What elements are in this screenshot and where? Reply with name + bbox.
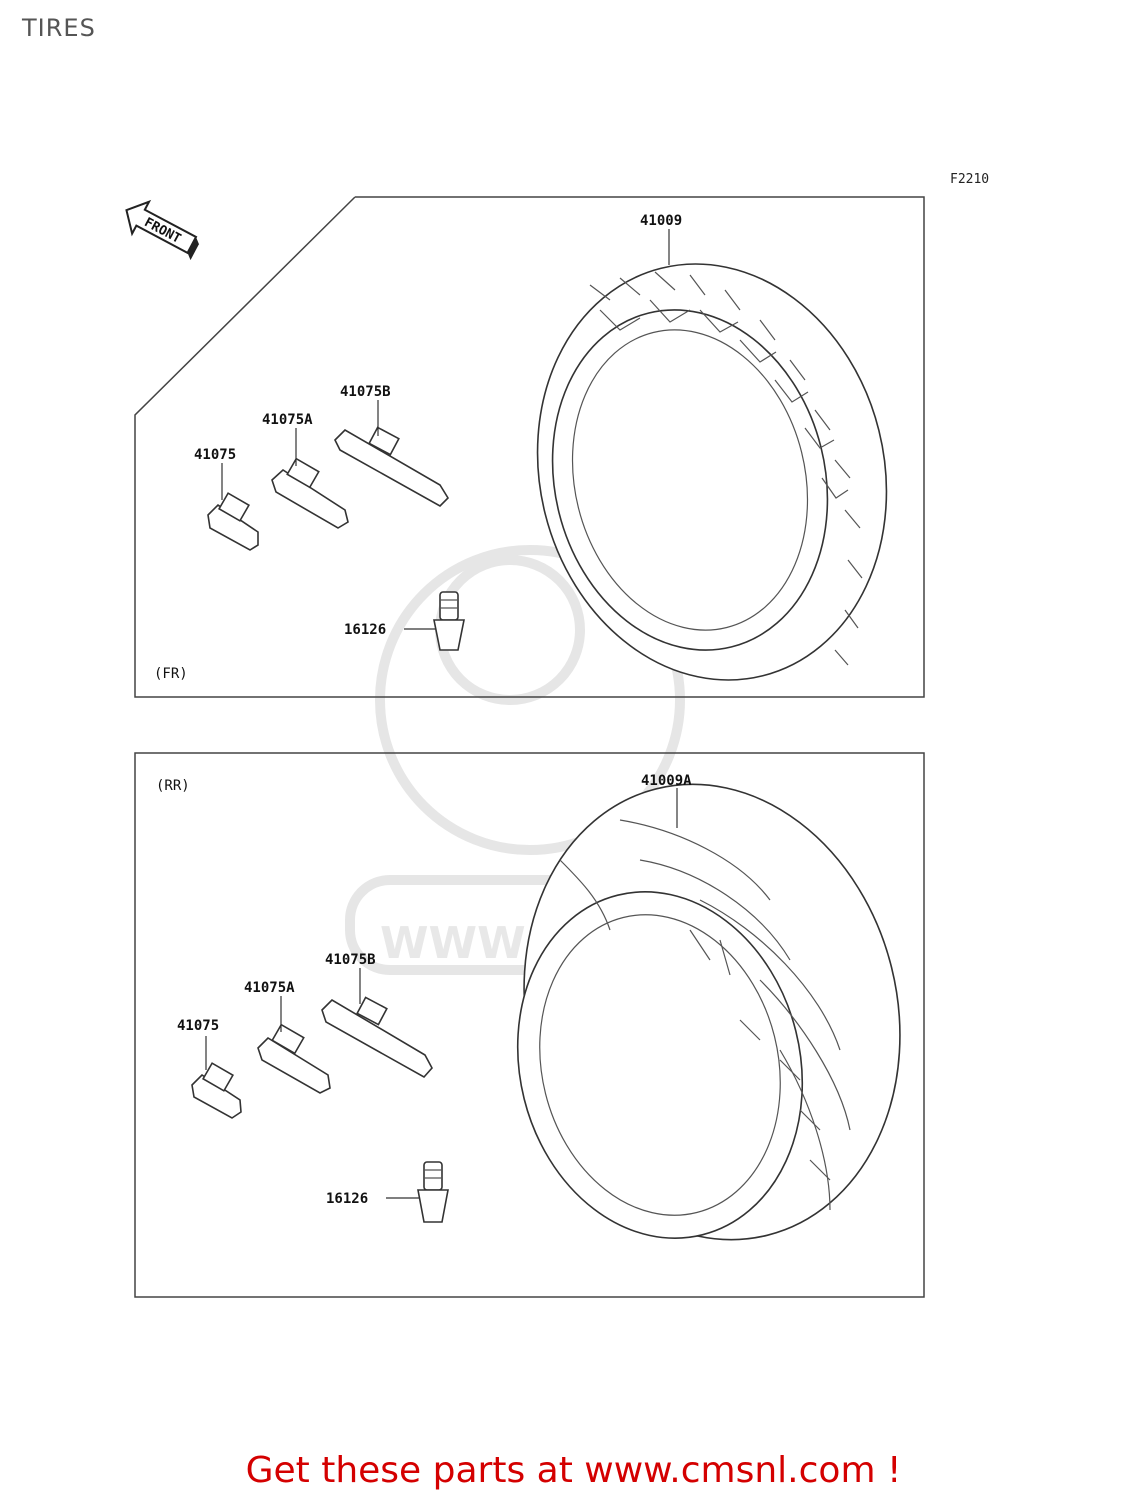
parts-diagram: WWW.CMSNL.COM FRONT (FR) 41009 41075B	[125, 196, 925, 1298]
rear-section: (RR) 41009A 41075B 41075A 41075	[134, 752, 925, 1298]
figure-code: F2210	[950, 172, 990, 187]
label-41075b: 41075B	[340, 384, 391, 400]
front-weight-41075a	[271, 457, 349, 529]
rear-weight-41075b	[321, 996, 433, 1079]
front-tire	[536, 263, 888, 681]
label-41075b-rear: 41075B	[325, 952, 376, 968]
label-41075a: 41075A	[262, 412, 313, 428]
rear-valve	[417, 1161, 449, 1223]
label-41009: 41009	[640, 213, 682, 229]
rear-section-label: (RR)	[156, 778, 190, 794]
cta-banner[interactable]: Get these parts at www.cmsnl.com !	[0, 1450, 1147, 1491]
front-weight-41075b	[334, 426, 450, 507]
label-41009a: 41009A	[641, 773, 692, 789]
rear-weight-41075	[191, 1062, 242, 1119]
front-direction-arrow-icon: FRONT	[125, 199, 199, 261]
front-section-label: (FR)	[154, 666, 188, 682]
front-weight-41075	[207, 492, 259, 551]
page-title: TIRES	[22, 14, 96, 42]
label-41075a-rear: 41075A	[244, 980, 295, 996]
label-16126: 16126	[344, 622, 386, 638]
front-section: (FR) 41009 41075B 41075A 41075	[134, 196, 925, 698]
rear-frame	[134, 752, 925, 1298]
label-41075-rear: 41075	[177, 1018, 219, 1034]
front-frame	[134, 196, 925, 698]
label-41075: 41075	[194, 447, 236, 463]
rear-weight-41075a	[257, 1023, 331, 1094]
cta-link[interactable]: Get these parts at www.cmsnl.com !	[245, 1450, 902, 1491]
rear-tire	[516, 783, 901, 1241]
label-16126-rear: 16126	[326, 1191, 368, 1207]
front-valve	[433, 591, 465, 651]
